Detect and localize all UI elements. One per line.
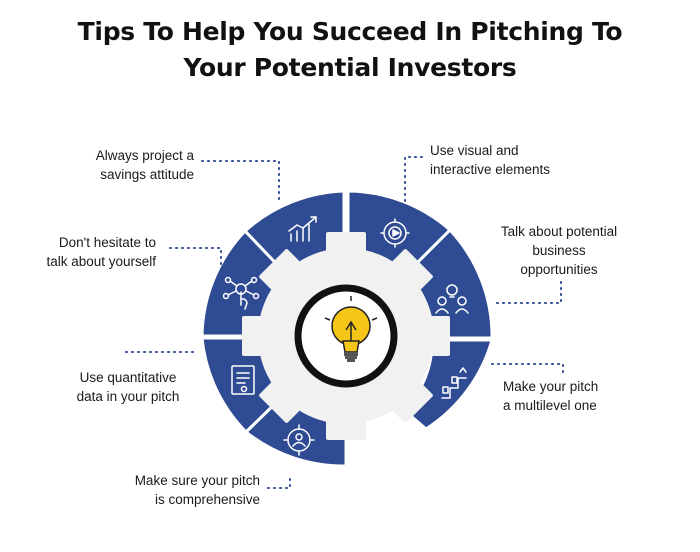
tip-savings-line1: Always project a	[95, 148, 194, 163]
document-icon	[231, 365, 255, 395]
title-line-1: Tips To Help You Succeed In Pitching To	[77, 17, 623, 46]
page-title: Tips To Help You Succeed In Pitching To …	[0, 14, 700, 86]
tip-multilevel: Make your pitch a multilevel one	[503, 377, 598, 415]
lightbulb-icon	[324, 296, 378, 362]
tip-yourself-line2: talk about yourself	[46, 254, 156, 269]
target-user-icon	[283, 424, 315, 456]
idea-team-icon	[435, 284, 469, 314]
tip-comprehensive-line1: Make sure your pitch	[134, 473, 260, 488]
tip-opportunities-line2: business	[532, 243, 586, 258]
video-gear-icon	[380, 218, 410, 248]
tip-yourself: Don't hesitate to talk about yourself	[46, 233, 156, 271]
connector-opportunities	[493, 281, 562, 304]
growth-chart-icon	[288, 216, 317, 242]
tip-visual-line1: Use visual and	[430, 143, 519, 158]
tip-savings-line2: savings attitude	[100, 167, 194, 182]
title-line-2: Your Potential Investors	[183, 53, 517, 82]
tip-comprehensive-line2: is comprehensive	[154, 492, 260, 507]
tip-quantitative-line1: Use quantitative	[79, 370, 177, 385]
tip-comprehensive: Make sure your pitch is comprehensive	[135, 471, 260, 509]
gear-shape	[242, 232, 450, 440]
tip-visual: Use visual and interactive elements	[430, 141, 550, 179]
touch-network-icon	[222, 276, 260, 310]
tip-opportunities-line1: Talk about potential	[500, 224, 618, 239]
levels-icon	[441, 367, 467, 399]
tip-multilevel-line2: a multilevel one	[503, 398, 597, 413]
connector-multilevel	[491, 363, 564, 375]
connector-comprehensive	[267, 477, 291, 489]
connector-savings	[201, 160, 280, 201]
connector-visual	[404, 156, 423, 206]
tip-yourself-line1: Don't hesitate to	[58, 235, 156, 250]
tip-opportunities-line3: opportunities	[520, 262, 598, 277]
connector-lines	[125, 156, 564, 489]
connector-yourself	[169, 247, 222, 271]
tip-quantitative: Use quantitative data in your pitch	[58, 368, 198, 406]
tip-savings: Always project a savings attitude	[96, 146, 194, 184]
tip-visual-line2: interactive elements	[430, 162, 551, 177]
tip-multilevel-line1: Make your pitch	[503, 379, 599, 394]
tip-opportunities: Talk about potential business opportunit…	[484, 222, 634, 279]
tip-quantitative-line2: data in your pitch	[76, 389, 180, 404]
